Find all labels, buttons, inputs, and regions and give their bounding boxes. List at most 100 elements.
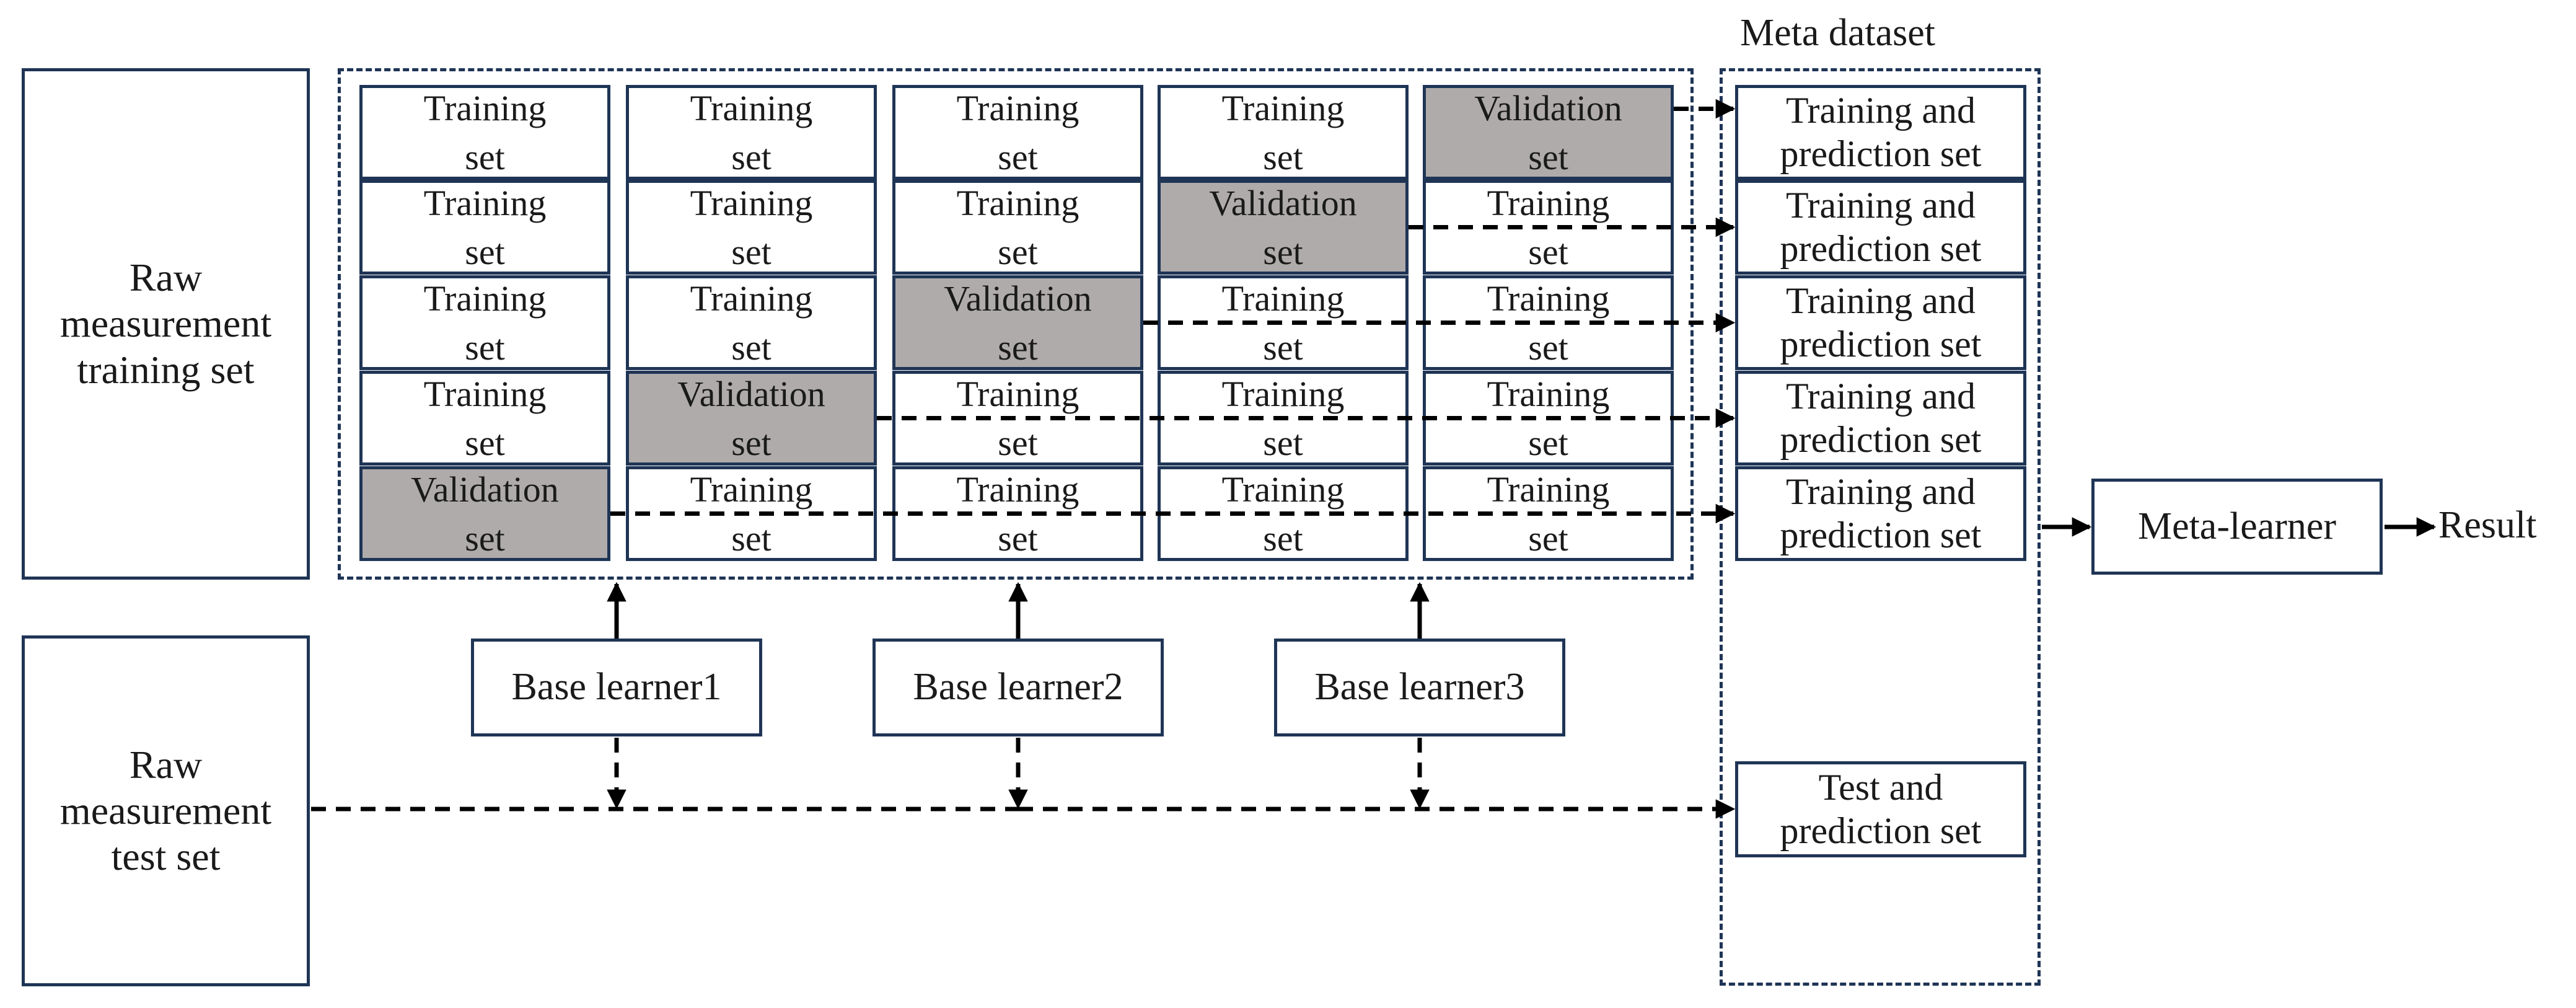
cell-label-2: set	[998, 232, 1038, 272]
cell-label-2: set	[465, 518, 505, 559]
cell-label-2: set	[465, 137, 505, 177]
cell-label-2: set	[998, 423, 1038, 463]
test-prediction-label-1: Test and	[1818, 766, 1943, 808]
cell-label-2: set	[465, 423, 505, 463]
cell-label-1: Training	[1221, 88, 1345, 128]
cell-label-2: set	[731, 518, 771, 559]
cell-label-2: set	[1263, 518, 1303, 559]
cell-label-2: set	[1263, 232, 1303, 272]
training-set-cell-r1-c1: Training set	[359, 85, 610, 180]
validation-set-cell-r1-c5: Validation set	[1423, 85, 1674, 180]
cell-label-1: Training	[1487, 374, 1610, 414]
cell-label-1: Training	[690, 183, 813, 223]
cell-label-1: Training	[423, 88, 547, 128]
training-set-cell-r3-c2: Training set	[626, 275, 877, 370]
result-label: Result	[2438, 504, 2537, 546]
cell-label-1: Training	[1487, 183, 1610, 223]
validation-set-cell-r4-c2: Validation set	[626, 371, 877, 466]
meta-dataset-title: Meta dataset	[1740, 12, 1936, 54]
cell-label-2: set	[731, 327, 771, 368]
cell-label-1: Training	[690, 278, 813, 319]
validation-set-cell-r2-c4: Validation set	[1158, 180, 1409, 275]
cell-label-1: Training	[956, 183, 1079, 223]
training-prediction-label-2: prediction set	[1780, 323, 1982, 365]
cell-label-2: set	[731, 423, 771, 463]
training-prediction-label-2: prediction set	[1780, 514, 1982, 555]
cell-label-1: Validation	[1474, 88, 1622, 128]
cell-label-1: Training	[956, 88, 1079, 128]
cell-label-2: set	[998, 137, 1038, 177]
test-prediction-label-2: prediction set	[1780, 810, 1982, 851]
raw-test-label-3: test set	[111, 834, 221, 879]
cell-label-2: set	[1263, 423, 1303, 463]
cell-label-2: set	[1528, 137, 1568, 177]
cell-label-2: set	[1263, 137, 1303, 177]
training-prediction-label-2: prediction set	[1780, 133, 1982, 174]
raw-training-label-1: Raw	[129, 255, 203, 300]
training-set-cell-r1-c2: Training set	[626, 85, 877, 180]
base-learner-1-box: Base learner1	[471, 639, 762, 736]
cell-label-1: Training	[956, 374, 1079, 414]
cell-label-2: set	[465, 232, 505, 272]
cell-label-1: Validation	[1209, 183, 1357, 223]
raw-test-label-2: measurement	[59, 788, 272, 833]
validation-set-cell-r3-c3: Validation set	[892, 275, 1143, 370]
training-set-cell-r2-c5: Training set	[1423, 180, 1674, 275]
cell-label-1: Training	[1487, 278, 1610, 319]
cell-label-1: Training	[956, 469, 1079, 510]
cell-label-2: set	[998, 327, 1038, 368]
raw-test-set-box: Raw measurement test set	[22, 635, 310, 986]
training-set-cell-r2-c2: Training set	[626, 180, 877, 275]
cell-label-1: Validation	[944, 278, 1092, 319]
cell-label-1: Validation	[677, 374, 825, 414]
training-prediction-label-1: Training and	[1785, 471, 1976, 512]
raw-training-set-box: Raw measurement training set	[22, 68, 310, 580]
cell-label-1: Training	[690, 88, 813, 128]
cell-label-2: set	[998, 518, 1038, 559]
cell-label-1: Training	[1221, 469, 1345, 510]
base-learner-2-label: Base learner2	[913, 666, 1123, 709]
cell-label-2: set	[1528, 518, 1568, 559]
meta-learner-box: Meta-learner	[2091, 479, 2383, 575]
cell-label-2: set	[1528, 423, 1568, 463]
raw-training-label-3: training set	[77, 347, 255, 392]
base-learner-2-box: Base learner2	[873, 639, 1164, 736]
cell-label-1: Training	[1487, 469, 1610, 510]
cell-label-2: set	[731, 232, 771, 272]
meta-dataset-container	[1720, 68, 2041, 986]
training-prediction-label-1: Training and	[1785, 89, 1976, 131]
cell-label-1: Training	[423, 374, 547, 414]
training-prediction-label-1: Training and	[1785, 375, 1976, 417]
training-set-cell-r5-c3: Training set	[892, 466, 1143, 561]
training-set-cell-r5-c5: Training set	[1423, 466, 1674, 561]
training-set-cell-r1-c4: Training set	[1158, 85, 1409, 180]
training-set-cell-r4-c1: Training set	[359, 371, 610, 466]
cell-label-2: set	[731, 137, 771, 177]
training-prediction-label-2: prediction set	[1780, 228, 1982, 269]
training-set-cell-r4-c3: Training set	[892, 371, 1143, 466]
training-prediction-label-2: prediction set	[1780, 418, 1982, 460]
cell-label-1: Training	[423, 278, 547, 319]
cell-label-2: set	[1263, 327, 1303, 368]
training-set-cell-r2-c3: Training set	[892, 180, 1143, 275]
base-learner-1-label: Base learner1	[511, 666, 722, 709]
test-prediction-set-box: Test and prediction set	[1735, 761, 2026, 857]
training-prediction-label-1: Training and	[1785, 184, 1976, 226]
raw-test-label-1: Raw	[129, 742, 203, 787]
cell-label-2: set	[1528, 232, 1568, 272]
cell-label-1: Training	[423, 183, 547, 223]
base-learner-3-box: Base learner3	[1274, 639, 1565, 736]
raw-training-label-2: measurement	[59, 301, 272, 346]
